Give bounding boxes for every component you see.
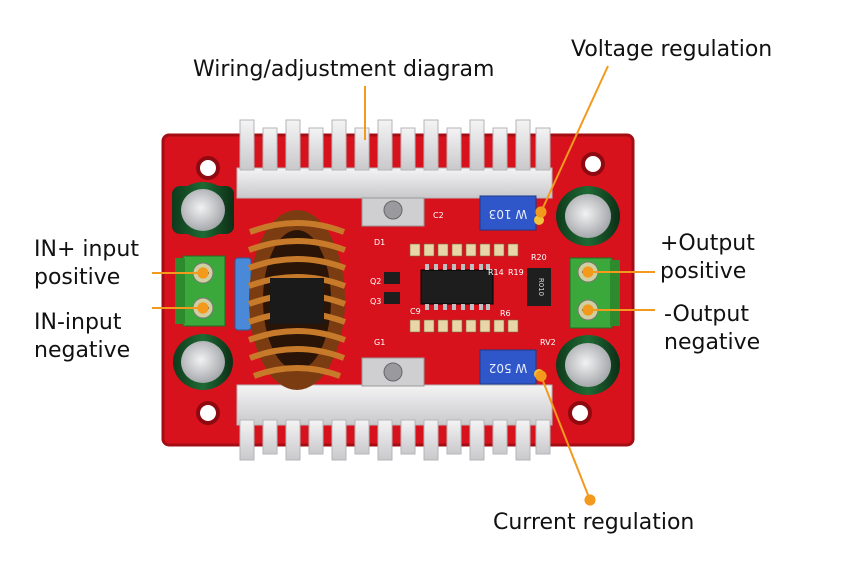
transistors (384, 272, 400, 304)
mosfet-top (361, 197, 425, 227)
callout-voltage-line (535, 65, 609, 218)
silk-r20: R20 (531, 253, 547, 262)
pot-bottom-marking: W 502 (489, 361, 528, 375)
out-minus-label: -Output negative (664, 301, 760, 356)
input-terminal-block (175, 255, 226, 327)
callout-lines (152, 65, 655, 506)
in-minus-line1: IN-input (34, 310, 122, 335)
in-plus-line2: positive (34, 264, 121, 290)
callout-current-line (535, 370, 596, 506)
out-plus-label: +Output positive (660, 230, 755, 285)
top-heatsink (236, 119, 553, 199)
voltage-potentiometer: W 103 (479, 195, 544, 231)
silk-d1: D1 (374, 238, 385, 247)
pot-top-marking: W 103 (489, 207, 528, 221)
mosfet-bottom (361, 357, 425, 387)
in-plus-line1: IN+ input (34, 237, 139, 262)
output-terminal-block (569, 257, 620, 329)
control-ic (420, 264, 494, 310)
silk-c9: C9 (410, 307, 421, 316)
silk-c2: C2 (433, 211, 444, 220)
silk-q2: Q2 (370, 277, 381, 286)
input-capacitor-bottom (173, 334, 233, 390)
toroid-inductor (247, 210, 347, 390)
output-capacitor-top (556, 186, 620, 246)
silk-q3: Q3 (370, 297, 381, 306)
smd-resistors-bottom (409, 319, 519, 333)
smd-resistors-top (409, 243, 519, 257)
silk-g1: G1 (374, 338, 385, 347)
input-capacitor-top (172, 182, 234, 238)
bottom-heatsink (236, 384, 553, 461)
in-minus-label: IN-input negative (34, 309, 130, 364)
shunt-resistor: R010 (527, 268, 551, 306)
in-plus-label: IN+ input positive (34, 236, 139, 291)
current-potentiometer: W 502 (479, 349, 544, 385)
current-regulation-label: Current regulation (493, 510, 695, 535)
out-plus-line2: positive (660, 258, 747, 284)
silk-r19: R19 (508, 268, 524, 277)
silk-r14: R14 (488, 268, 504, 277)
shunt-resistor-label: R010 (537, 278, 545, 296)
diagram-title: Wiring/adjustment diagram (193, 57, 495, 82)
voltage-regulation-label: Voltage regulation (571, 37, 773, 62)
in-minus-line2: negative (34, 337, 131, 363)
out-minus-line2: negative (664, 329, 761, 355)
out-minus-line1: -Output (664, 302, 749, 327)
silk-r6: R6 (500, 309, 511, 318)
out-plus-line1: +Output (660, 231, 755, 256)
silk-rv2: RV2 (540, 338, 556, 347)
output-capacitor-bottom (556, 335, 620, 395)
